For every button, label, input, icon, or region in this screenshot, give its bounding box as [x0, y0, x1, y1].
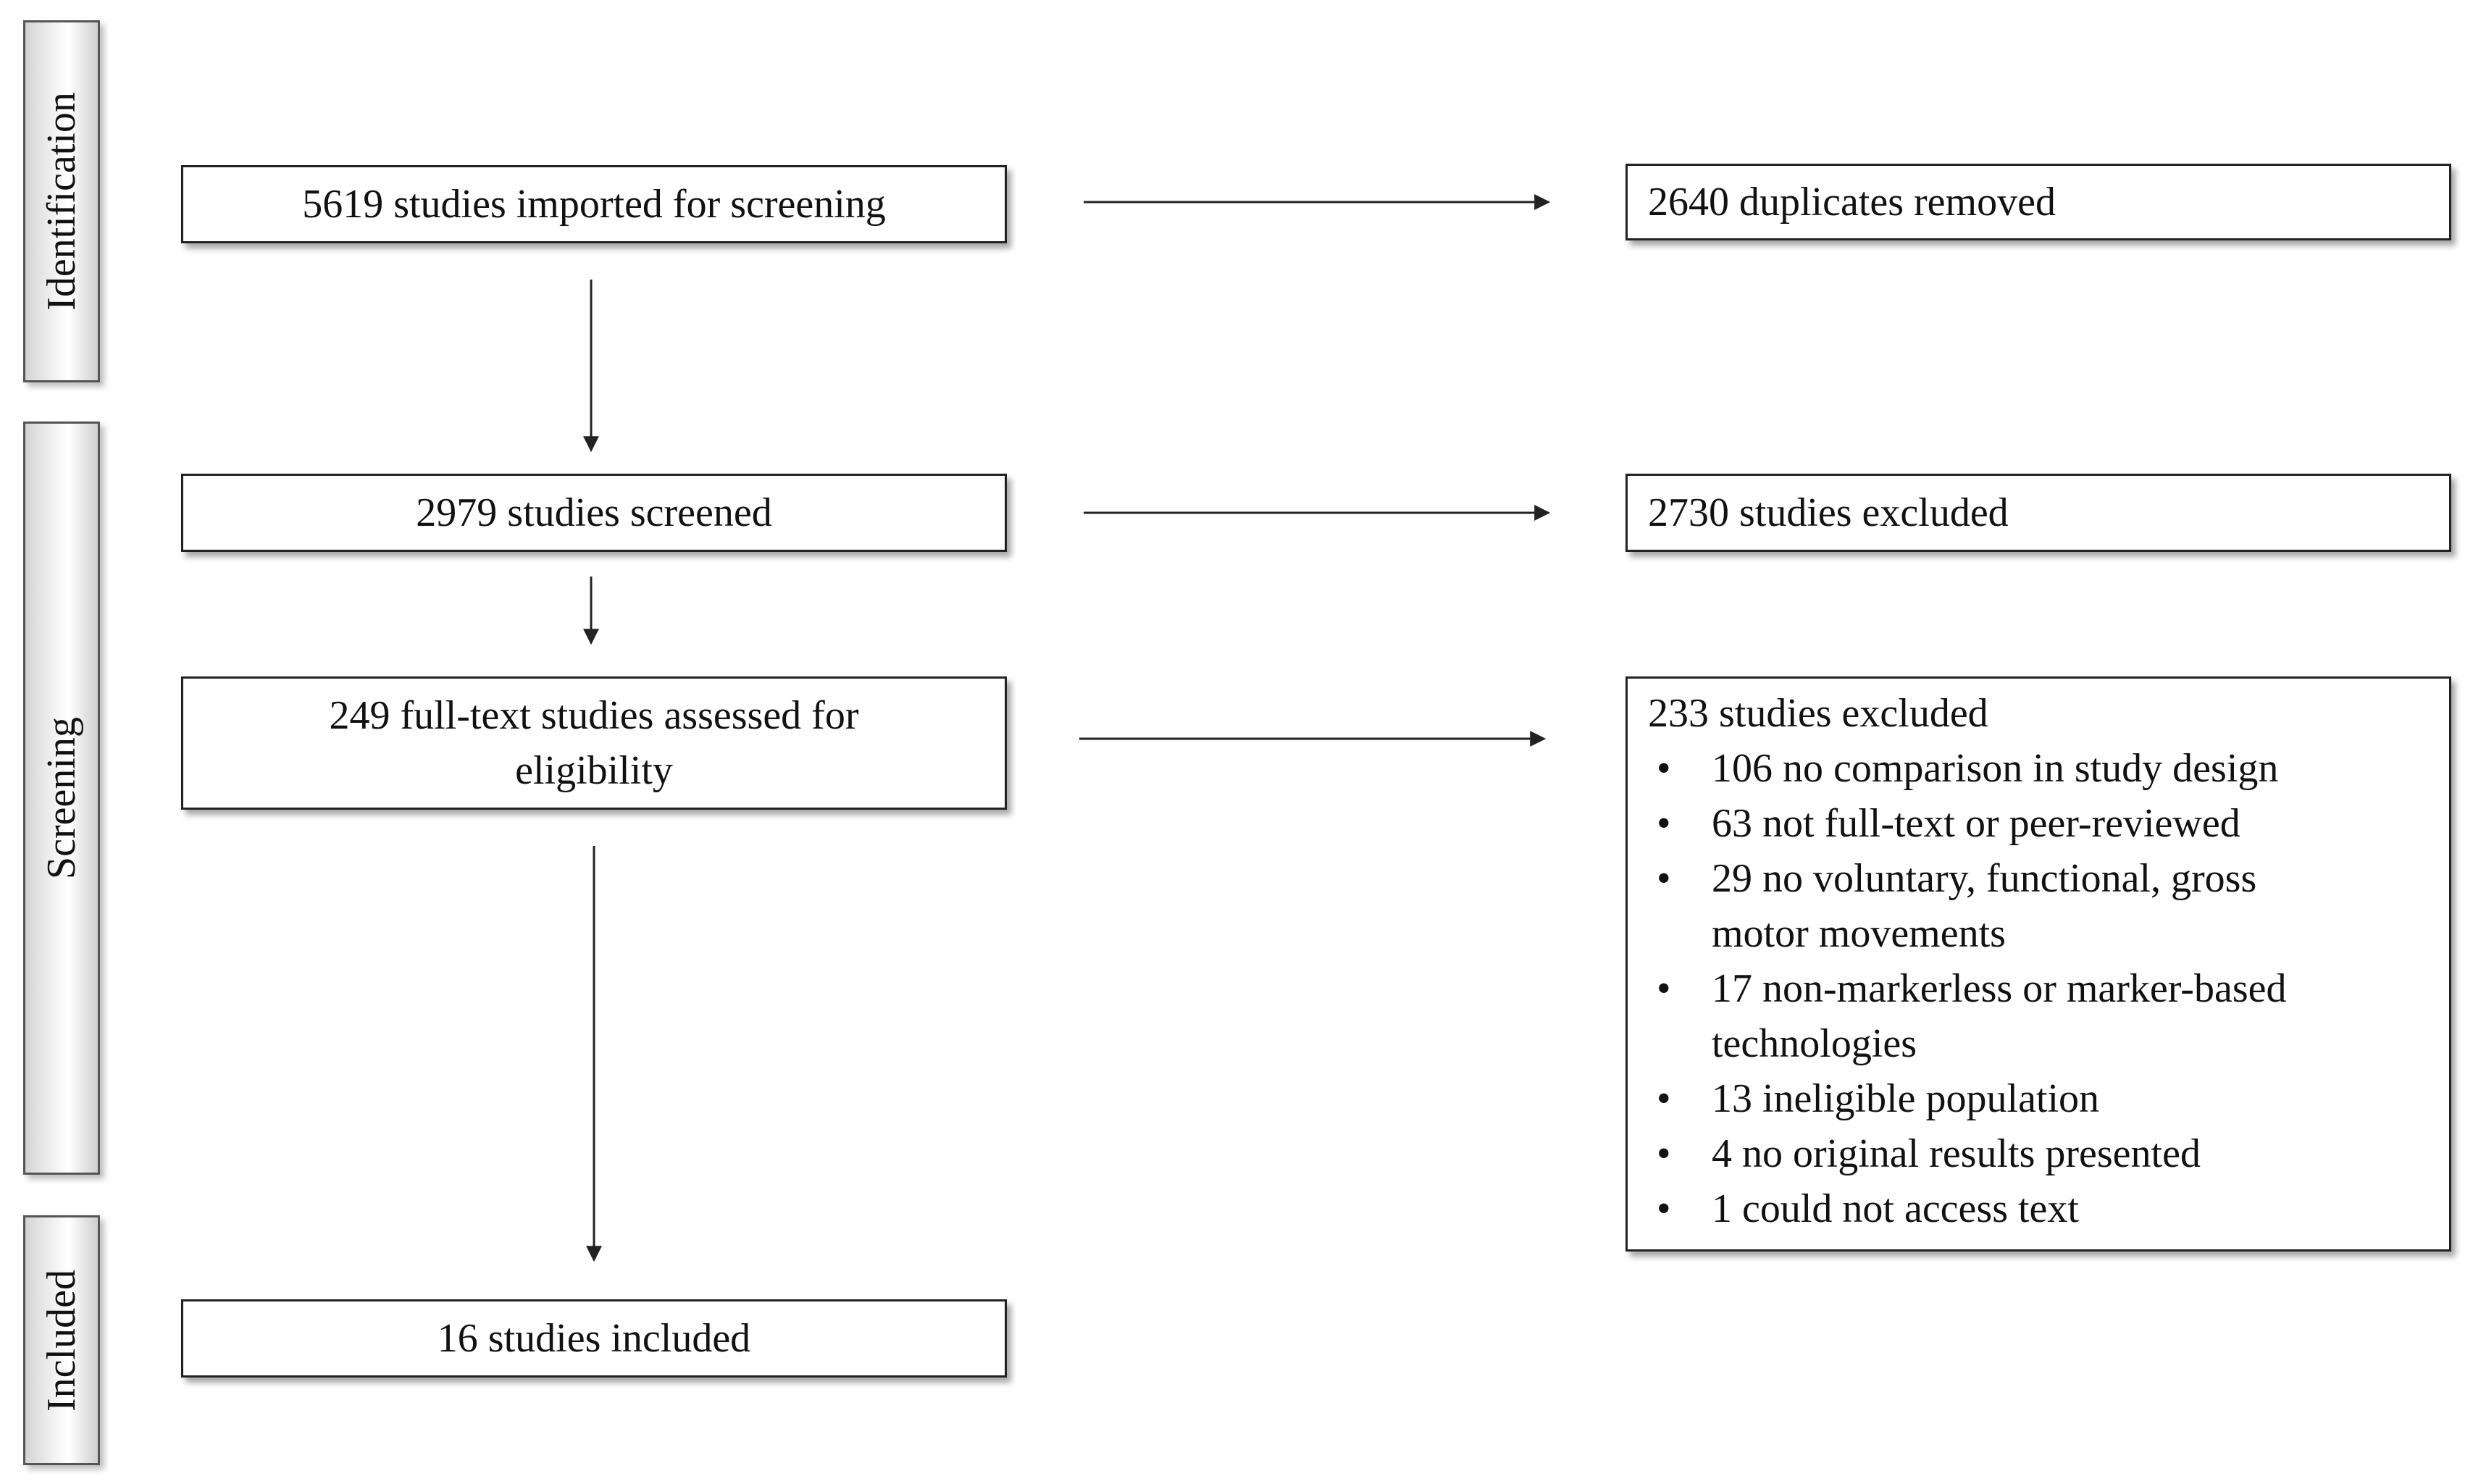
box-screened: 2979 studies screened	[181, 474, 1007, 552]
exclusion-reason-line: 13 ineligible population	[1712, 1076, 2100, 1121]
exclusion-reason-line: motor movements	[1712, 911, 2006, 956]
exclusion-reason-line: 17 non-markerless or marker-based	[1712, 966, 2287, 1011]
box-screened-excluded-text: 2730 studies excluded	[1648, 490, 2009, 535]
stage-identification: Identification	[23, 20, 100, 382]
exclusion-reason-line: 63 not full-text or peer-reviewed	[1712, 801, 2240, 846]
exclusion-reason-item: 4 no original results presented	[1648, 1126, 2435, 1181]
exclusion-reason-line: 29 no voluntary, functional, gross	[1712, 856, 2257, 901]
box-screened-text: 2979 studies screened	[416, 490, 772, 535]
box-included: 16 studies included	[181, 1299, 1007, 1378]
box-imported: 5619 studies imported for screening	[181, 165, 1007, 243]
exclusion-reason-item: 13 ineligible population	[1648, 1071, 2435, 1126]
exclusion-reason-item: 106 no comparison in study design	[1648, 741, 2435, 796]
box-included-text: 16 studies included	[437, 1316, 751, 1361]
box-duplicates-text: 2640 duplicates removed	[1648, 180, 2056, 225]
exclusion-reason-item: 17 non-markerless or marker-based technol…	[1648, 961, 2435, 1071]
box-screened-excluded: 2730 studies excluded	[1625, 474, 2451, 552]
box-fulltext-excluded-title: 233 studies excluded	[1648, 691, 1988, 736]
stage-included: Included	[23, 1215, 100, 1465]
exclusion-reason-line: 1 could not access text	[1712, 1186, 2079, 1231]
box-fulltext-line1: 249 full-text studies assessed for	[329, 693, 859, 738]
exclusion-reason-line: 4 no original results presented	[1712, 1131, 2201, 1176]
exclusion-reasons-list: 106 no comparison in study design 63 not …	[1648, 741, 2435, 1236]
box-fulltext-line2: eligibility	[515, 748, 673, 793]
exclusion-reason-line: 106 no comparison in study design	[1712, 746, 2279, 791]
box-duplicates: 2640 duplicates removed	[1625, 164, 2451, 240]
box-fulltext-excluded: 233 studies excluded 106 no comparison i…	[1625, 676, 2451, 1252]
exclusion-reason-item: 1 could not access text	[1648, 1181, 2435, 1236]
box-imported-text: 5619 studies imported for screening	[302, 182, 886, 227]
box-fulltext-assessed: 249 full-text studies assessed for eligi…	[181, 676, 1007, 810]
exclusion-reason-line: technologies	[1712, 1021, 1917, 1066]
stage-screening: Screening	[23, 422, 100, 1175]
exclusion-reason-item: 63 not full-text or peer-reviewed	[1648, 796, 2435, 851]
exclusion-reason-item: 29 no voluntary, functional, gross motor …	[1648, 851, 2435, 961]
